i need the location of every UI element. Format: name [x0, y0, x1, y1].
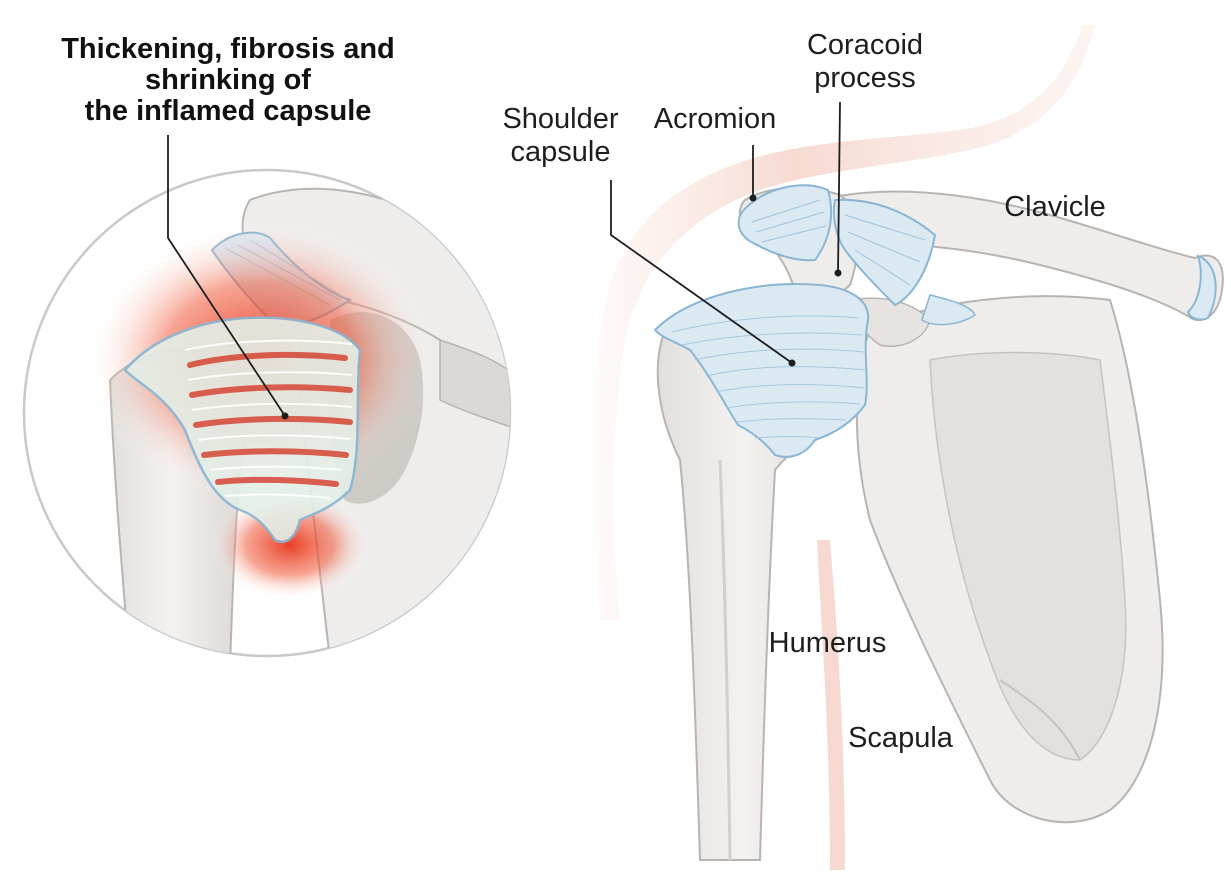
- scapula-bone: [855, 295, 1164, 824]
- label-coracoid-process: Coracoid process: [780, 29, 950, 95]
- inflammation-glow-lower: [210, 490, 370, 600]
- inset-circle: [22, 168, 512, 658]
- leader-dots: [281, 194, 842, 420]
- leader-lines: [167, 101, 841, 417]
- ligaments: [737, 184, 976, 326]
- shoulder-skin-outline: [594, 25, 1095, 870]
- label-shoulder-capsule-line-2: capsule: [510, 136, 611, 168]
- label-scapula: Scapula: [848, 722, 953, 754]
- label-shoulder-capsule-line-1: Shoulder: [502, 103, 619, 135]
- label-coracoid-line-2: process: [814, 62, 916, 94]
- inset-title-line-2: shrinking of: [145, 64, 311, 96]
- label-humerus: Humerus: [768, 627, 887, 659]
- leader-dot-coracoid: [834, 269, 842, 277]
- label-coracoid-line-1: Coracoid: [806, 29, 924, 61]
- inset-inflamed-capsule: [123, 316, 362, 544]
- leader-line-shoulder-capsule: [610, 180, 793, 364]
- leader-line-inflamed-capsule: [167, 135, 286, 417]
- label-shoulder-capsule: Shoulder capsule: [478, 103, 643, 169]
- leader-dot-shoulder-capsule: [788, 359, 796, 367]
- inset-title: Thickening, fibrosis and shrinking of th…: [28, 34, 428, 127]
- label-acromion: Acromion: [653, 103, 777, 135]
- leader-dot-inflamed-capsule: [281, 412, 289, 420]
- inset-title-line-1: Thickening, fibrosis and: [61, 33, 395, 65]
- leader-dot-acromion: [749, 194, 757, 202]
- leader-line-coracoid: [837, 101, 841, 274]
- inset-title-line-3: the inflamed capsule: [84, 95, 372, 127]
- label-clavicle: Clavicle: [1004, 191, 1106, 223]
